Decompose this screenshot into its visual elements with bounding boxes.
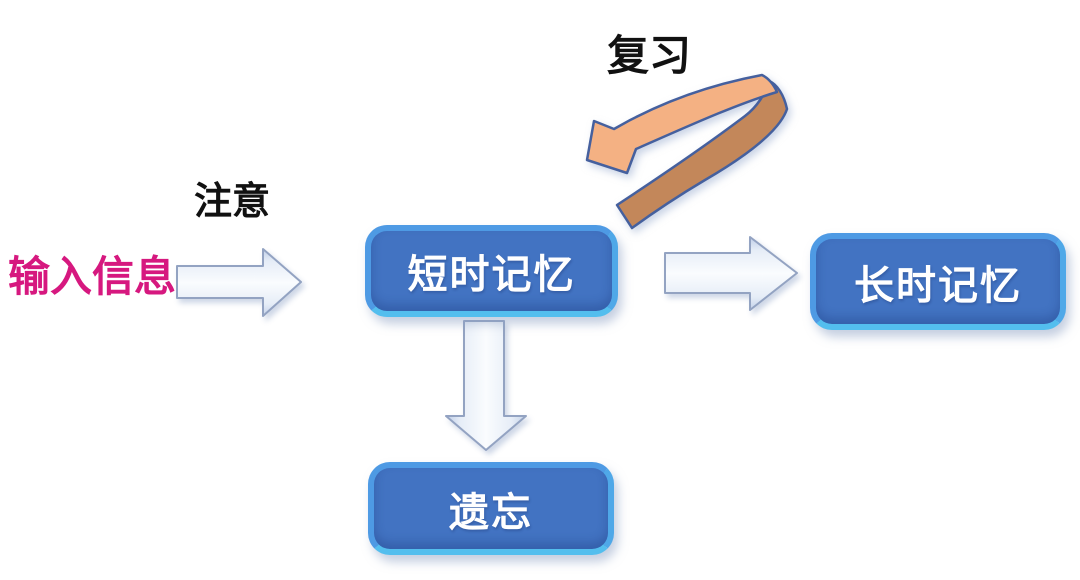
short-to-long-arrow-icon — [664, 236, 798, 311]
input-to-short-arrow-icon — [176, 248, 302, 317]
attention-label: 注意 — [194, 181, 271, 223]
node-forgetting: 遗忘 — [368, 462, 614, 555]
review-label: 复习 — [607, 32, 692, 79]
node-long-term-memory: 长时记忆 — [810, 233, 1066, 330]
node-forgetting-label: 遗忘 — [449, 490, 533, 535]
short-to-forget-arrow-icon — [445, 320, 527, 451]
review-loop-arrow-icon — [585, 73, 789, 230]
node-long-term-memory-label: 长时记忆 — [854, 263, 1022, 308]
input-info-label: 输入信息 — [7, 253, 176, 300]
node-short-term-memory-label: 短时记忆 — [407, 253, 576, 297]
node-short-term-memory: 短时记忆 — [365, 225, 618, 317]
